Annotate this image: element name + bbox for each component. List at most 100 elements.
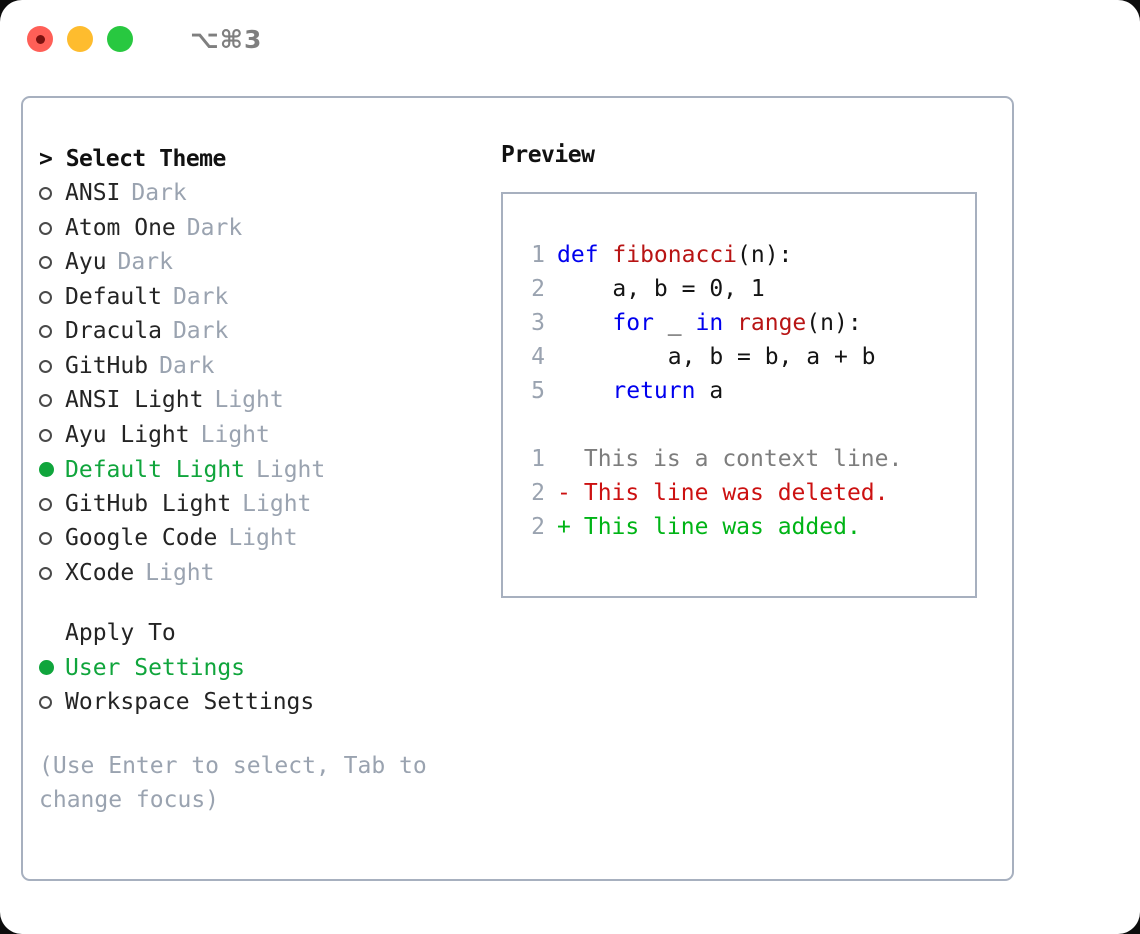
theme-item-tag: Dark — [159, 352, 215, 379]
diff-line-text: This line was deleted. — [570, 480, 889, 506]
theme-item-8[interactable]: Default Light Light — [39, 452, 499, 487]
diff-line-deleted: 2- This line was deleted. — [519, 476, 975, 510]
code-token-txt: (n): — [806, 310, 862, 336]
close-icon — [35, 34, 45, 44]
theme-item-tag: Dark — [131, 180, 187, 206]
close-button[interactable] — [27, 26, 53, 52]
theme-item-1[interactable]: Atom One Dark — [39, 211, 499, 246]
theme-item-label: Dracula — [65, 318, 162, 344]
code-token-txt: _ — [653, 310, 696, 336]
radio-bullet — [39, 211, 65, 245]
radio-unselected-icon — [39, 695, 52, 709]
theme-item-label: GitHub Light — [65, 490, 232, 517]
radio-unselected-icon — [39, 256, 52, 269]
radio-bullet — [39, 177, 65, 211]
code-line: 5 return a — [519, 374, 975, 408]
code-line-text: def fibonacci(n): — [557, 238, 792, 272]
diff-line-number: 2 — [531, 480, 545, 506]
radio-bullet — [39, 556, 65, 590]
radio-selected-icon — [39, 461, 54, 477]
apply-to-option-1[interactable]: Workspace Settings — [39, 685, 499, 720]
maximize-button[interactable] — [107, 26, 133, 52]
code-line: 3 for _ in range(n): — [519, 306, 975, 340]
radio-bullet — [39, 246, 65, 280]
code-line-number: 5 — [531, 378, 545, 404]
diff-marker — [557, 442, 570, 476]
theme-item-0[interactable]: ANSI Dark — [39, 176, 499, 211]
radio-bullet — [39, 685, 65, 719]
theme-item-9[interactable]: GitHub Light Light — [39, 487, 499, 522]
code-token-txt: a, b = b, a + b — [557, 344, 876, 370]
code-token-kw: def — [557, 242, 613, 268]
theme-item-label: ANSI — [65, 180, 121, 206]
theme-item-tag: Dark — [186, 214, 243, 241]
radio-bullet — [39, 650, 65, 684]
theme-item-tag: Dark — [172, 318, 229, 344]
diff-line-text: This is a context line. — [570, 446, 903, 472]
theme-item-tag: Dark — [172, 283, 229, 310]
theme-item-4[interactable]: Dracula Dark — [39, 314, 499, 349]
theme-item-tag: Light — [214, 387, 284, 413]
radio-unselected-icon — [39, 428, 52, 442]
theme-item-tag: Light — [242, 490, 312, 517]
radio-unselected-icon — [39, 359, 52, 373]
diff-line-context: 1 This is a context line. — [519, 442, 975, 476]
radio-unselected-icon — [39, 394, 52, 407]
theme-item-label: Atom One — [65, 214, 176, 241]
radio-bullet — [39, 315, 65, 349]
apply-to-option-0[interactable]: User Settings — [39, 650, 499, 685]
keyboard-hint-text: (Use Enter to select, Tab to change focu… — [39, 753, 427, 813]
theme-item-tag: Light — [256, 456, 326, 483]
code-line-number: 2 — [531, 276, 545, 302]
preview-heading: Preview — [501, 142, 595, 168]
radio-unselected-icon — [39, 532, 52, 545]
code-token-txt — [557, 378, 612, 404]
apply-to-heading: Apply To — [65, 620, 176, 646]
radio-selected-icon — [39, 659, 54, 675]
radio-unselected-icon — [39, 325, 52, 338]
radio-bullet — [39, 418, 65, 452]
code-line-text: return a — [557, 374, 723, 408]
diff-line-number: 2 — [531, 514, 545, 540]
radio-unselected-icon — [39, 566, 52, 580]
code-line-number: 4 — [531, 344, 545, 370]
code-line: 4 a, b = b, a + b — [519, 340, 975, 374]
code-token-kw: in — [695, 310, 738, 336]
diff-marker: - — [557, 480, 571, 506]
radio-unselected-icon — [39, 187, 52, 200]
code-line-text: for _ in range(n): — [557, 306, 862, 340]
code-token-kw: return — [612, 378, 696, 404]
code-token-fn: range — [737, 310, 807, 336]
theme-item-label: XCode — [65, 559, 135, 586]
code-diff-separator — [519, 408, 975, 442]
code-line-text: a, b = b, a + b — [557, 340, 876, 374]
window-titlebar: ⌥⌘3 — [0, 0, 1140, 78]
keyboard-shortcut-label: ⌥⌘3 — [190, 24, 263, 54]
code-line-number: 3 — [531, 310, 545, 336]
radio-bullet — [39, 384, 65, 418]
code-token-txt: a, b = 0, 1 — [557, 276, 765, 302]
radio-unselected-icon — [39, 221, 52, 235]
radio-unselected-icon — [39, 290, 52, 304]
code-token-txt: (n): — [737, 242, 793, 268]
theme-item-label: Default Light — [65, 456, 246, 483]
theme-item-label: Ayu — [65, 249, 107, 275]
theme-item-label: Google Code — [65, 525, 218, 551]
diff-marker: + — [557, 514, 571, 540]
minimize-button[interactable] — [67, 26, 93, 52]
